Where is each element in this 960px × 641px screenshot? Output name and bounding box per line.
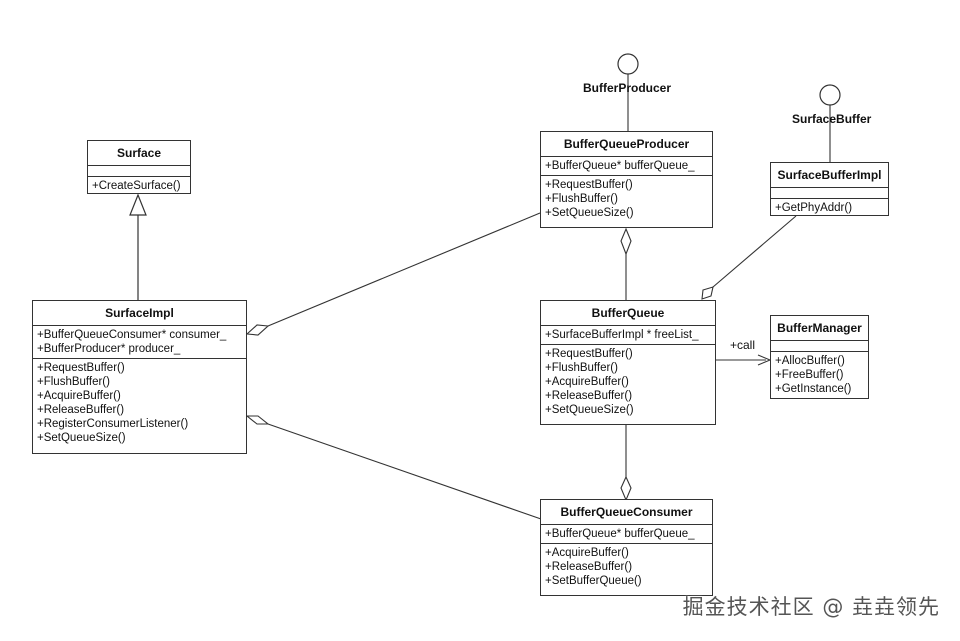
class-attributes: +BufferQueueConsumer* consumer_ +BufferPr…	[33, 326, 246, 359]
class-method: +AllocBuffer()	[775, 355, 845, 367]
class-method: +GetPhyAddr()	[775, 202, 853, 214]
aggregation-line-producer	[267, 212, 541, 327]
aggregation-line-consumer	[267, 423, 542, 520]
class-name: BufferQueueConsumer	[541, 500, 712, 525]
class-attribute: +SurfaceBufferImpl * freeList_	[545, 329, 699, 341]
class-attributes: +SurfaceBufferImpl * freeList_	[541, 326, 715, 345]
class-method: +SetQueueSize()	[545, 404, 634, 416]
watermark: 掘金技术社区 @ 垚垚领先	[682, 595, 940, 619]
class-surface[interactable]: Surface +CreateSurface()	[87, 140, 191, 194]
class-methods: +RequestBuffer() +FlushBuffer() +SetQueueS…	[541, 176, 712, 222]
class-attributes	[771, 188, 888, 199]
class-methods: +GetPhyAddr()	[771, 199, 888, 217]
class-method: +AcquireBuffer()	[545, 547, 629, 559]
aggregation-line-surfacebuffer	[712, 215, 797, 288]
buffer-producer-interface-circle	[617, 53, 639, 75]
class-name: SurfaceBufferImpl	[771, 163, 888, 188]
class-name: BufferQueue	[541, 301, 715, 326]
class-method: +SetQueueSize()	[37, 432, 126, 444]
class-methods: +AllocBuffer() +FreeBuffer() +GetInstance(…	[771, 352, 868, 398]
aggregation-diamond-producer	[245, 324, 270, 336]
class-method: +SetQueueSize()	[545, 207, 634, 219]
class-attributes: +BufferQueue* bufferQueue_	[541, 157, 712, 176]
class-name: BufferQueueProducer	[541, 132, 712, 157]
class-attribute: +BufferQueueConsumer* consumer_	[37, 329, 227, 341]
class-attribute: +BufferProducer* producer_	[37, 343, 181, 355]
class-methods: +CreateSurface()	[88, 177, 190, 195]
class-buffer-queue-consumer[interactable]: BufferQueueConsumer +BufferQueue* buffer…	[540, 499, 713, 596]
class-method: +CreateSurface()	[92, 180, 181, 192]
class-buffer-queue[interactable]: BufferQueue +SurfaceBufferImpl * freeLis…	[540, 300, 716, 425]
class-name: BufferManager	[771, 316, 868, 341]
class-name: Surface	[88, 141, 190, 166]
class-attributes	[771, 341, 868, 352]
class-method: +FlushBuffer()	[545, 362, 618, 374]
class-method: +RegisterConsumerListener()	[37, 418, 189, 430]
class-method: +AcquireBuffer()	[37, 390, 121, 402]
class-buffer-manager[interactable]: BufferManager +AllocBuffer() +FreeBuffer(…	[770, 315, 869, 399]
class-attributes: +BufferQueue* bufferQueue_	[541, 525, 712, 544]
class-method: +RequestBuffer()	[545, 348, 633, 360]
class-method: +ReleaseBuffer()	[545, 390, 633, 402]
class-method: +FlushBuffer()	[37, 376, 110, 388]
aggregation-diamond-consumer	[245, 415, 270, 425]
class-method: +SetBufferQueue()	[545, 575, 642, 587]
aggregation-diamond-queue-bottom	[620, 475, 632, 502]
buffer-producer-interface-label: BufferProducer	[583, 81, 672, 95]
class-method: +RequestBuffer()	[37, 362, 125, 374]
class-surface-buffer-impl[interactable]: SurfaceBufferImpl +GetPhyAddr()	[770, 162, 889, 216]
class-method: +FlushBuffer()	[545, 193, 618, 205]
class-methods: +RequestBuffer() +FlushBuffer() +AcquireBu…	[33, 359, 246, 447]
generalization-arrowhead	[129, 193, 147, 216]
class-methods: +AcquireBuffer() +ReleaseBuffer() +SetBuff…	[541, 544, 712, 590]
class-methods: +RequestBuffer() +FlushBuffer() +AcquireBu…	[541, 345, 715, 419]
class-attribute: +BufferQueue* bufferQueue_	[545, 160, 695, 172]
class-method: +FreeBuffer()	[775, 369, 844, 381]
class-method: +RequestBuffer()	[545, 179, 633, 191]
class-method: +GetInstance()	[775, 383, 852, 395]
class-attributes	[88, 166, 190, 177]
class-buffer-queue-producer[interactable]: BufferQueueProducer +BufferQueue* buffer…	[540, 131, 713, 228]
call-label: +call	[730, 338, 756, 352]
surface-buffer-interface-circle	[819, 84, 841, 106]
class-name: SurfaceImpl	[33, 301, 246, 326]
class-surface-impl[interactable]: SurfaceImpl +BufferQueueConsumer* consum…	[32, 300, 247, 454]
class-method: +ReleaseBuffer()	[37, 404, 125, 416]
class-method: +AcquireBuffer()	[545, 376, 629, 388]
aggregation-diamond-queue-top	[620, 227, 632, 256]
aggregation-diamond-surfacebuffer	[701, 286, 714, 300]
surface-buffer-interface-label: SurfaceBuffer	[792, 112, 872, 126]
class-attribute: +BufferQueue* bufferQueue_	[545, 528, 695, 540]
class-method: +ReleaseBuffer()	[545, 561, 633, 573]
